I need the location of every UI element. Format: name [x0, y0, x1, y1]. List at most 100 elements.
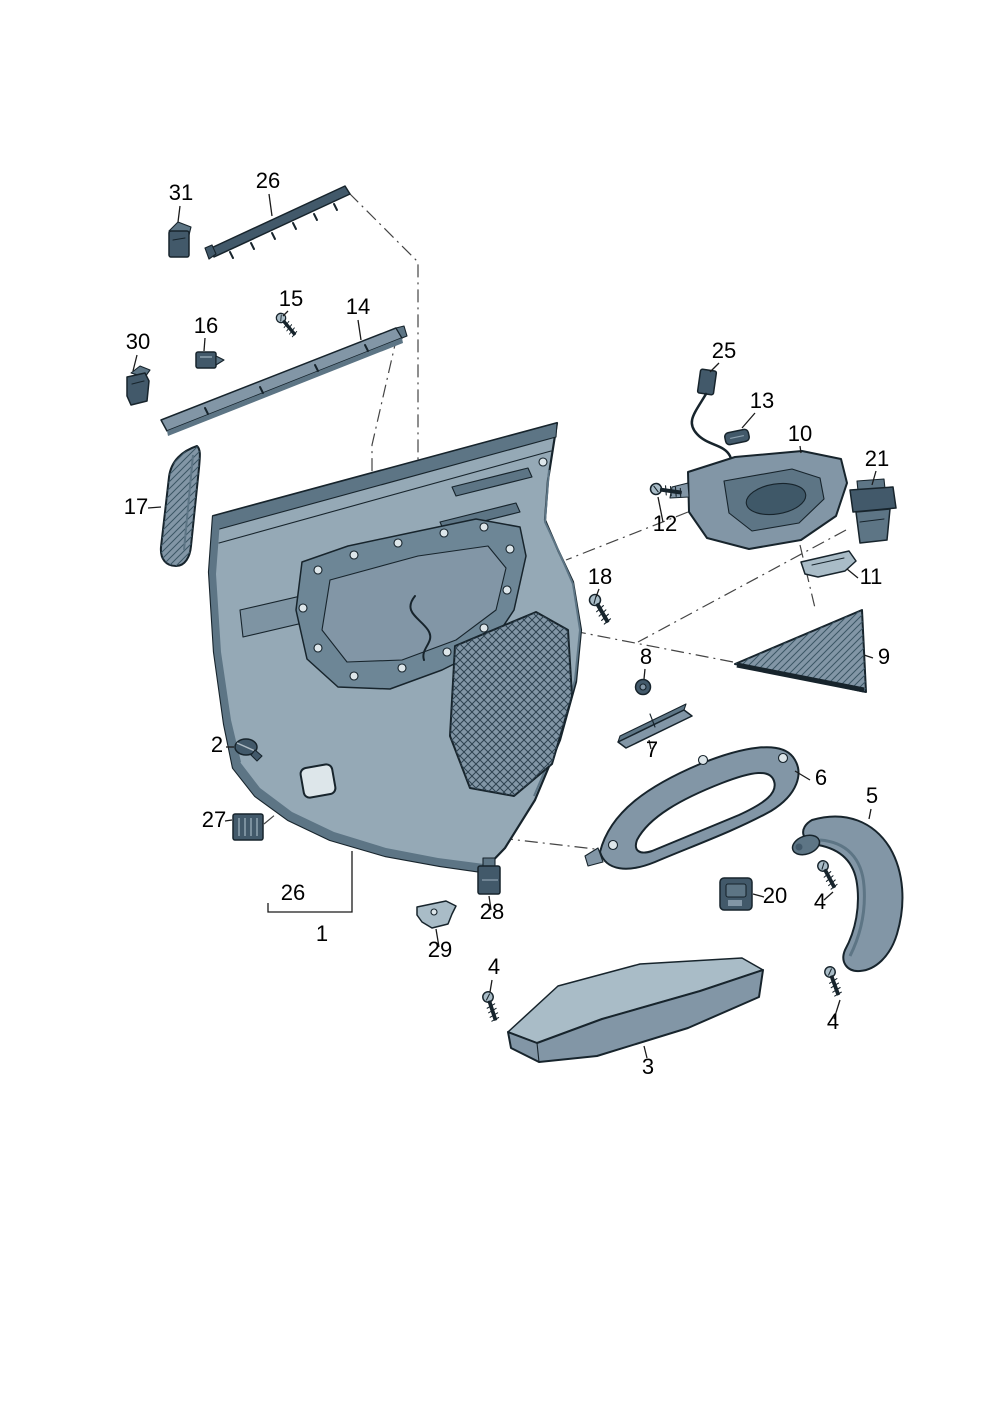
part-bracket-29 — [416, 900, 457, 929]
leader-13 — [741, 412, 756, 429]
callout-label-28: 28 — [480, 899, 504, 924]
strip-body — [160, 327, 403, 432]
switch-window — [725, 883, 747, 898]
leader-4b — [833, 999, 841, 1020]
part-mirror-triangle-9 — [734, 609, 867, 693]
strip-lower-edge — [167, 338, 403, 436]
part-handle-housing-10 — [669, 450, 848, 550]
connector-housing — [696, 368, 718, 396]
callout-label-25: 25 — [712, 338, 736, 363]
cover-hatch — [160, 446, 200, 566]
leader-4a — [823, 891, 834, 901]
part-stowage-pocket-3 — [507, 957, 764, 1063]
module-mount-holes — [298, 522, 515, 681]
callout-label-15: 15 — [279, 286, 303, 311]
callout-label-31: 31 — [169, 180, 193, 205]
guide-line — [637, 529, 847, 643]
leader-3 — [643, 1045, 648, 1059]
callout-label-6: 6 — [815, 765, 827, 790]
hinge-pin — [795, 843, 803, 851]
mount-hole — [777, 752, 789, 764]
strip-clip-teeth — [229, 203, 338, 259]
callout-label-1: 1 — [316, 921, 328, 946]
guide-line — [499, 837, 596, 850]
mount-hole — [607, 839, 619, 851]
leader-4c — [489, 979, 493, 993]
leader-18 — [595, 588, 600, 598]
callout-label-20: 20 — [763, 883, 787, 908]
leader-30 — [132, 354, 138, 372]
leader-6 — [794, 770, 811, 781]
part-door-trim-panel — [207, 421, 583, 874]
callout-label-4: 4 — [814, 889, 826, 914]
part-switch-blank-20 — [719, 877, 753, 911]
clip-ribs — [238, 818, 258, 836]
pocket-front-face — [507, 969, 764, 1063]
detail-line — [131, 380, 145, 385]
wedge-body — [617, 709, 693, 749]
part-switch-21 — [849, 478, 897, 544]
bracket-body — [800, 550, 857, 578]
seam-line — [536, 1042, 540, 1063]
leader-26-top — [268, 193, 273, 217]
speaker-grille-hatch — [450, 612, 572, 796]
part-tweeter-cover-17 — [159, 445, 201, 567]
handle-bowl — [745, 482, 807, 516]
nut-hole — [639, 683, 647, 691]
callout-label-7: 7 — [646, 737, 658, 762]
part-clip-16 — [195, 351, 225, 369]
callout-label-29: 29 — [428, 937, 452, 962]
callout-label-13: 13 — [750, 388, 774, 413]
clip-body — [195, 351, 217, 369]
grommet-slot — [236, 742, 256, 752]
callout-label-14: 14 — [346, 294, 370, 319]
bracket-part-1 — [267, 851, 353, 913]
detail-line — [649, 713, 656, 728]
part-pull-handle-bracket-6 — [584, 746, 800, 870]
mount-hole — [538, 457, 548, 467]
part-trim-strip-14 — [160, 325, 408, 436]
switch-button — [728, 900, 742, 906]
part-clip-27 — [232, 813, 264, 841]
module-inner-plate — [321, 545, 507, 663]
callout-label-5: 5 — [866, 783, 878, 808]
leader-20 — [752, 893, 765, 898]
leader-8 — [643, 668, 646, 680]
leader-25 — [709, 362, 720, 373]
callout-label-8: 8 — [640, 644, 652, 669]
callout-label-30: 30 — [126, 329, 150, 354]
callout-label-10: 10 — [788, 421, 812, 446]
part-armrest-grip-5 — [791, 815, 904, 973]
guide-line — [263, 793, 301, 825]
leader-5 — [868, 808, 872, 820]
strip-end-cap — [395, 325, 408, 339]
callout-label-9: 9 — [878, 644, 890, 669]
callout-label-4: 4 — [488, 954, 500, 979]
grip-body — [802, 815, 904, 973]
grommet-stem — [250, 749, 263, 762]
guide-line — [565, 511, 689, 561]
leader-27 — [224, 819, 233, 822]
part-grommet-2 — [234, 738, 263, 762]
leader-7 — [648, 739, 652, 750]
leader-lines — [132, 193, 877, 1059]
part-clip-13 — [724, 428, 750, 446]
bracket-body — [599, 746, 800, 870]
module-cable — [409, 595, 432, 661]
part-wedge-clip-7 — [617, 703, 693, 749]
callout-label-26: 26 — [256, 168, 280, 193]
strip-clip-teeth — [204, 344, 369, 415]
bottom-edge-shade — [233, 762, 484, 872]
part-clip-31 — [168, 221, 192, 258]
leader-28 — [488, 895, 492, 911]
detail-line — [183, 454, 194, 551]
switch-lower — [855, 508, 891, 544]
callout-label-17: 17 — [124, 494, 148, 519]
detail-line — [859, 518, 885, 523]
wire — [690, 392, 737, 472]
part-nut-8 — [634, 678, 652, 696]
strip-end-hook — [204, 244, 217, 260]
sill-detail-line — [218, 450, 552, 544]
